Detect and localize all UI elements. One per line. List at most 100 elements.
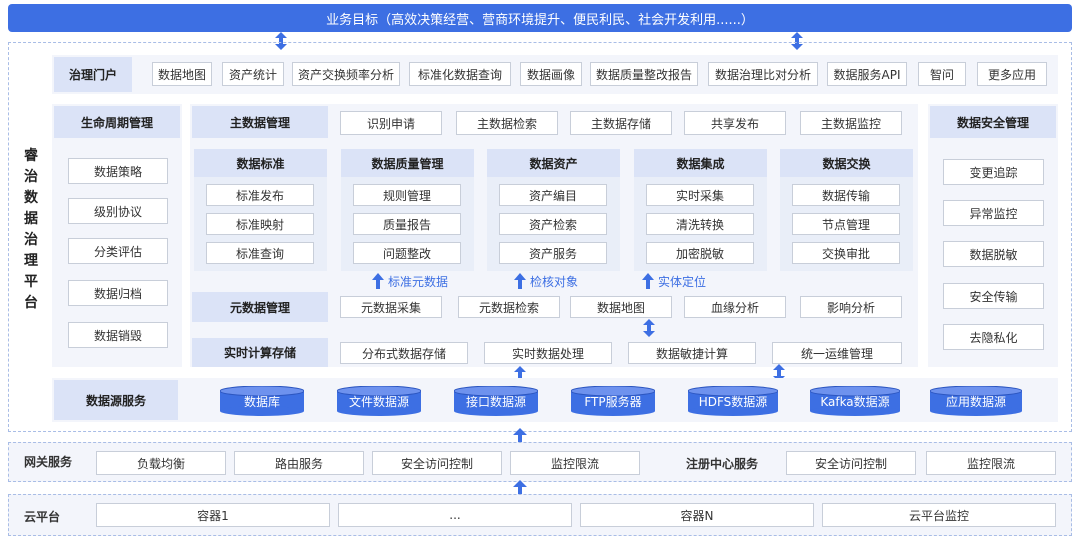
metadata-item[interactable]: 影响分析 bbox=[800, 296, 902, 318]
portal-item[interactable]: 数据质量整改报告 bbox=[590, 62, 698, 86]
module-item[interactable]: 节点管理 bbox=[792, 213, 900, 235]
metadata-item[interactable]: 元数据采集 bbox=[340, 296, 442, 318]
cloud-item[interactable]: 容器N bbox=[580, 503, 814, 527]
portal-item[interactable]: 数据服务API bbox=[827, 62, 907, 86]
registry-item[interactable]: 安全访问控制 bbox=[786, 451, 916, 475]
metadata-item[interactable]: 数据地图 bbox=[570, 296, 672, 318]
arrow-note-label: 标准元数据 bbox=[388, 274, 449, 289]
master-data-item[interactable]: 主数据监控 bbox=[800, 111, 902, 135]
module-title: 数据集成 bbox=[634, 149, 767, 177]
datasource-cylinder[interactable]: 文件数据源 bbox=[337, 386, 421, 416]
metadata-item[interactable]: 血缘分析 bbox=[684, 296, 786, 318]
module-item[interactable]: 数据传输 bbox=[792, 184, 900, 206]
portal-item[interactable]: 资产交换频率分析 bbox=[292, 62, 400, 86]
platform-title-char: 台 bbox=[24, 295, 38, 311]
module-item[interactable]: 资产检索 bbox=[499, 213, 607, 235]
platform-title-char: 治 bbox=[24, 232, 38, 248]
security-item[interactable]: 去隐私化 bbox=[943, 324, 1044, 350]
module-item[interactable]: 加密脱敏 bbox=[646, 242, 754, 264]
up-down-arrow-icon bbox=[772, 364, 786, 382]
portal-label: 治理门户 bbox=[54, 57, 132, 92]
up-arrow-icon bbox=[513, 480, 527, 496]
module-item[interactable]: 资产服务 bbox=[499, 242, 607, 264]
lifecycle-item[interactable]: 级别协议 bbox=[68, 198, 168, 224]
metadata-label: 元数据管理 bbox=[192, 292, 328, 322]
portal-item[interactable]: 智问 bbox=[918, 62, 966, 86]
master-data-label: 主数据管理 bbox=[192, 106, 328, 138]
arrow-note-label: 检核对象 bbox=[530, 274, 579, 289]
datasource-label-text: FTP服务器 bbox=[584, 394, 642, 409]
datasource-label-text: 接口数据源 bbox=[465, 394, 526, 409]
gateway-item[interactable]: 监控限流 bbox=[510, 451, 640, 475]
portal-item[interactable]: 数据治理比对分析 bbox=[708, 62, 818, 86]
arrow-note: 标准元数据 bbox=[372, 272, 448, 290]
up-arrow-icon bbox=[372, 273, 384, 289]
datasource-cylinder[interactable]: HDFS数据源 bbox=[688, 386, 778, 416]
arrow-note-label: 实体定位 bbox=[658, 274, 707, 289]
lifecycle-item[interactable]: 数据销毁 bbox=[68, 322, 168, 348]
module-item[interactable]: 问题整改 bbox=[353, 242, 461, 264]
security-item[interactable]: 安全传输 bbox=[943, 283, 1044, 309]
portal-item[interactable]: 数据画像 bbox=[520, 62, 582, 86]
datasource-row bbox=[52, 378, 1058, 422]
cloud-item[interactable]: 容器1 bbox=[96, 503, 330, 527]
registry-label: 注册中心服务 bbox=[686, 457, 759, 471]
module-item[interactable]: 标准查询 bbox=[206, 242, 314, 264]
master-data-item[interactable]: 共享发布 bbox=[684, 111, 786, 135]
lifecycle-item[interactable]: 数据策略 bbox=[68, 158, 168, 184]
security-item[interactable]: 异常监控 bbox=[943, 200, 1044, 226]
cloud-item[interactable]: ... bbox=[338, 503, 572, 527]
realtime-item[interactable]: 实时数据处理 bbox=[484, 342, 612, 364]
registry-item[interactable]: 监控限流 bbox=[926, 451, 1056, 475]
realtime-label: 实时计算存储 bbox=[192, 338, 328, 367]
master-data-item[interactable]: 识别申请 bbox=[340, 111, 442, 135]
arrow-note: 检核对象 bbox=[514, 272, 578, 290]
portal-item[interactable]: 标准化数据查询 bbox=[409, 62, 511, 86]
lifecycle-item[interactable]: 分类评估 bbox=[68, 238, 168, 264]
datasource-cylinder[interactable]: 接口数据源 bbox=[454, 386, 538, 416]
portal-item[interactable]: 数据地图 bbox=[152, 62, 212, 86]
module-item[interactable]: 标准发布 bbox=[206, 184, 314, 206]
cloud-label: 云平台 bbox=[24, 510, 61, 524]
cloud-item[interactable]: 云平台监控 bbox=[822, 503, 1056, 527]
module-title: 数据资产 bbox=[487, 149, 620, 177]
module-item[interactable]: 质量报告 bbox=[353, 213, 461, 235]
gateway-item[interactable]: 路由服务 bbox=[234, 451, 364, 475]
platform-title: 睿 治 数 据 治 理 平 台 bbox=[18, 140, 44, 320]
gateway-item[interactable]: 安全访问控制 bbox=[372, 451, 502, 475]
platform-title-char: 治 bbox=[24, 169, 38, 185]
datasource-label-text: 文件数据源 bbox=[348, 394, 409, 409]
security-item[interactable]: 变更追踪 bbox=[943, 159, 1044, 185]
module-title: 数据质量管理 bbox=[341, 149, 474, 177]
module-item[interactable]: 清洗转换 bbox=[646, 213, 754, 235]
module-title: 数据交换 bbox=[780, 149, 913, 177]
lifecycle-item[interactable]: 数据归档 bbox=[68, 280, 168, 306]
datasource-cylinder[interactable]: 应用数据源 bbox=[930, 386, 1022, 416]
platform-title-char: 理 bbox=[24, 253, 38, 269]
portal-item[interactable]: 资产统计 bbox=[222, 62, 284, 86]
module-item[interactable]: 标准映射 bbox=[206, 213, 314, 235]
metadata-item[interactable]: 元数据检索 bbox=[458, 296, 560, 318]
portal-item[interactable]: 更多应用 bbox=[977, 62, 1047, 86]
platform-container bbox=[8, 42, 1072, 432]
datasource-cylinder[interactable]: 数据库 bbox=[220, 386, 304, 416]
realtime-item[interactable]: 数据敏捷计算 bbox=[628, 342, 756, 364]
datasource-label-text: HDFS数据源 bbox=[698, 394, 768, 409]
platform-title-char: 睿 bbox=[24, 148, 38, 164]
realtime-item[interactable]: 分布式数据存储 bbox=[340, 342, 468, 364]
module-item[interactable]: 交换审批 bbox=[792, 242, 900, 264]
datasource-label: 数据源服务 bbox=[54, 380, 178, 420]
security-title: 数据安全管理 bbox=[930, 106, 1056, 138]
security-item[interactable]: 数据脱敏 bbox=[943, 241, 1044, 267]
module-item[interactable]: 规则管理 bbox=[353, 184, 461, 206]
module-item[interactable]: 实时采集 bbox=[646, 184, 754, 206]
module-item[interactable]: 资产编目 bbox=[499, 184, 607, 206]
datasource-cylinder[interactable]: FTP服务器 bbox=[571, 386, 655, 416]
master-data-item[interactable]: 主数据检索 bbox=[456, 111, 558, 135]
gateway-item[interactable]: 负载均衡 bbox=[96, 451, 226, 475]
datasource-cylinder[interactable]: Kafka数据源 bbox=[810, 386, 900, 416]
master-data-item[interactable]: 主数据存储 bbox=[570, 111, 672, 135]
up-down-arrow-icon bbox=[274, 32, 288, 50]
datasource-label-text: 应用数据源 bbox=[945, 394, 1006, 409]
realtime-item[interactable]: 统一运维管理 bbox=[772, 342, 902, 364]
